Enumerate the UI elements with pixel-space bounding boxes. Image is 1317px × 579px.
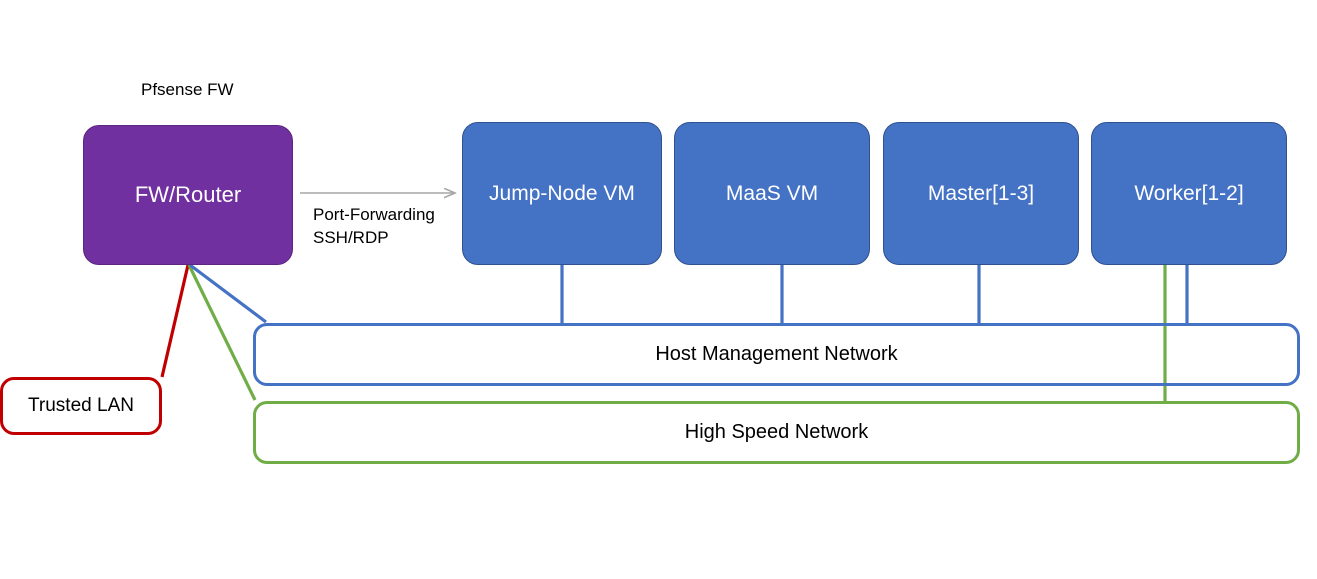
node-jump-node-vm[interactable]: Jump-Node VM	[462, 122, 662, 265]
network-host-management[interactable]: Host Management Network	[253, 323, 1300, 386]
node-master-vm[interactable]: Master[1-3]	[883, 122, 1079, 265]
wire-firewall-to-high-speed-network	[187, 264, 257, 401]
node-maas-vm[interactable]: MaaS VM	[674, 122, 870, 265]
node-trusted-lan[interactable]: Trusted LAN	[0, 377, 162, 435]
node-firewall-router[interactable]: FW/Router	[83, 125, 293, 265]
network-high-speed[interactable]: High Speed Network	[253, 401, 1300, 464]
port-forwarding-label-line2: SSH/RDP	[313, 227, 389, 247]
port-forwarding-label: Port-Forwarding SSH/RDP	[313, 204, 435, 250]
port-forwarding-label-line1: Port-Forwarding	[313, 205, 435, 224]
wire-firewall-to-host-management-network	[189, 263, 267, 324]
wire-firewall-to-trusted-lan	[160, 264, 190, 378]
pfsense-fw-caption: Pfsense FW	[141, 80, 234, 99]
node-worker-vm[interactable]: Worker[1-2]	[1091, 122, 1287, 265]
